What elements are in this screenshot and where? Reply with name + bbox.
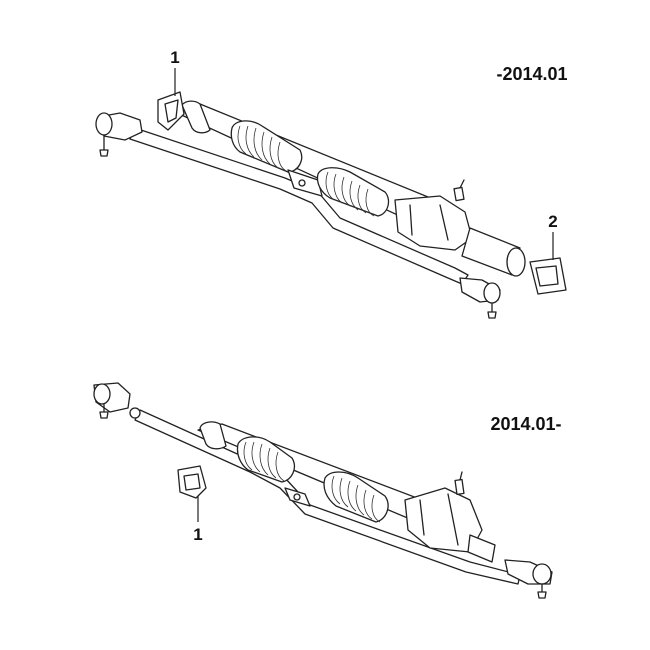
top-callout-2-label: 2 [548,212,557,231]
bottom-callout-1-label: 1 [193,525,202,544]
top-steering-rack-assembly: 1 2 -2014.01 [95,48,568,319]
top-date-label: -2014.01 [496,64,567,84]
top-bushing-2 [529,257,567,295]
top-bushing-1 [157,91,185,131]
bottom-center-mount [284,487,311,507]
top-callout-1-label: 1 [170,48,179,67]
top-right-tie-rod-end [459,277,501,319]
bottom-steering-rack-assembly: 1 2014.01- [93,382,562,599]
bottom-date-label: 2014.01- [490,414,561,434]
bottom-right-bellows-boot [323,471,389,523]
bottom-left-bellows-boot [236,436,296,483]
top-left-tie-rod-end [95,112,143,157]
bottom-left-tie-rod-end [93,382,141,419]
bottom-right-tie-rod-end [504,559,553,599]
top-left-bellows-boot [230,120,303,173]
top-right-bellows-boot [316,167,390,217]
top-gear-housing [394,179,473,251]
top-right-cylinder [461,227,526,277]
top-center-mount [287,169,323,197]
bottom-bushing-1 [177,465,207,499]
bottom-gear-housing [404,471,496,563]
